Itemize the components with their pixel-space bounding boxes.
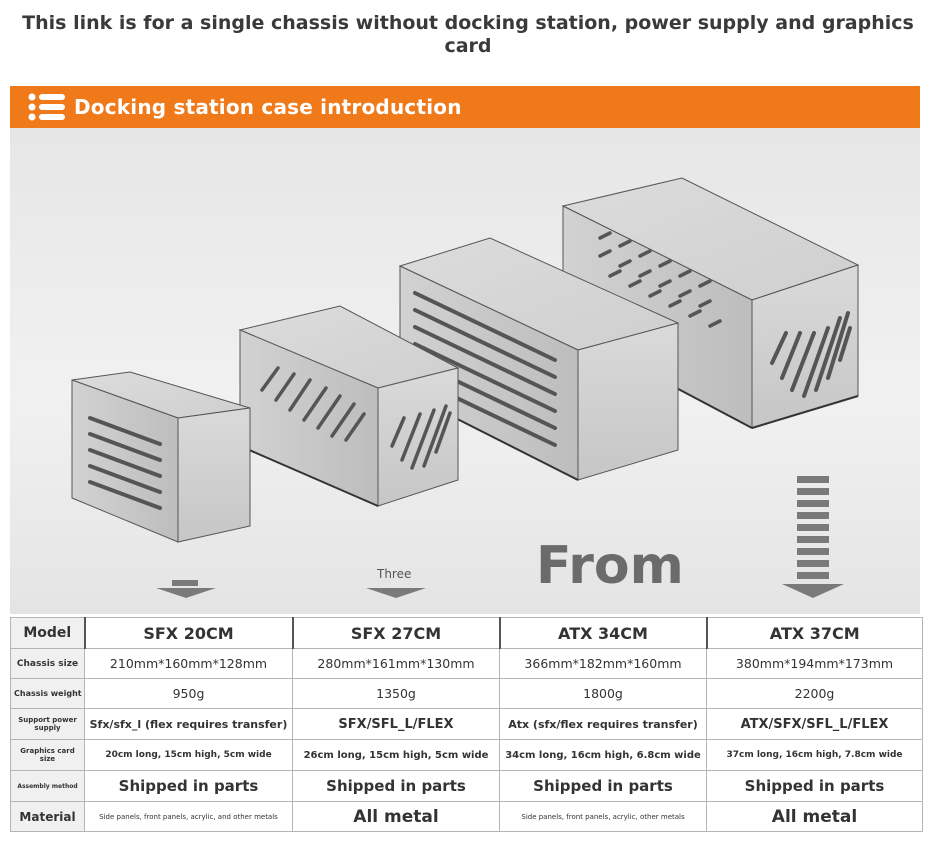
table-cell: 366mm*182mm*160mm	[499, 648, 707, 679]
table-cell: 1800g	[499, 678, 707, 709]
table-cell: 950g	[84, 678, 293, 709]
table-row-model: Model SFX 20CM SFX 27CM ATX 34CM ATX 37C…	[10, 617, 923, 649]
table-cell: 2200g	[706, 678, 923, 709]
row-label-assembly: Assembly method	[10, 770, 85, 802]
table-cell: Shipped in parts	[499, 770, 707, 802]
notice-line-2: card	[444, 35, 492, 57]
table-cell: 37cm long, 16cm high, 7.8cm wide	[706, 739, 923, 771]
table-cell: 20cm long, 15cm high, 5cm wide	[84, 739, 293, 771]
table-cell: Shipped in parts	[292, 770, 500, 802]
row-label-model: Model	[10, 617, 86, 649]
table-row-power-supply: Support power supply Sfx/sfx_l (flex req…	[10, 708, 923, 740]
row-label-chassis-weight: Chassis weight	[10, 678, 85, 709]
model-sfx-20cm: SFX 20CM	[84, 617, 294, 649]
model-atx-37cm: ATX 37CM	[706, 617, 923, 649]
table-cell: All metal	[292, 801, 500, 832]
table-row-graphics-card: Graphics card size 20cm long, 15cm high,…	[10, 739, 923, 771]
row-label-material: Material	[10, 801, 85, 832]
table-cell: 26cm long, 15cm high, 5cm wide	[292, 739, 500, 771]
table-row-chassis-size: Chassis size 210mm*160mm*128mm 280mm*161…	[10, 648, 923, 679]
table-cell: Side panels, front panels, acrylic, and …	[84, 801, 293, 832]
arrow-down-icon-2	[366, 588, 426, 598]
notice-text: This link is for a single chassis withou…	[0, 12, 936, 58]
table-cell: 380mm*194mm*173mm	[706, 648, 923, 679]
table-cell: Sfx/sfx_l (flex requires transfer)	[84, 708, 293, 740]
model-sfx-27cm: SFX 27CM	[292, 617, 501, 649]
model-atx-34cm: ATX 34CM	[499, 617, 708, 649]
table-cell: ATX/SFX/SFL_L/FLEX	[706, 708, 923, 740]
row-label-chassis-size: Chassis size	[10, 648, 85, 679]
table-cell: Atx (sfx/flex requires transfer)	[499, 708, 707, 740]
table-row-chassis-weight: Chassis weight 950g 1350g 1800g 2200g	[10, 678, 923, 709]
case-sfx-20cm	[71, 371, 251, 543]
list-icon	[28, 93, 65, 121]
section-banner: Docking station case introduction	[10, 86, 920, 128]
table-row-material: Material Side panels, front panels, acry…	[10, 801, 923, 832]
row-label-power-supply: Support power supply	[10, 708, 85, 740]
row-label-graphics-card: Graphics card size	[10, 739, 85, 771]
table-cell: 34cm long, 16cm high, 6.8cm wide	[499, 739, 707, 771]
case-atx-34cm	[398, 237, 680, 481]
arrow-down-icon-1	[156, 580, 216, 598]
table-cell: Shipped in parts	[706, 770, 923, 802]
table-cell: All metal	[706, 801, 923, 832]
from-label: From	[536, 536, 684, 596]
three-label: Three	[377, 567, 412, 581]
table-cell: SFX/SFL_L/FLEX	[292, 708, 500, 740]
table-cell: 1350g	[292, 678, 500, 709]
table-cell: 210mm*160mm*128mm	[84, 648, 293, 679]
product-illustration	[10, 128, 920, 614]
arrow-down-icon-3	[782, 476, 844, 598]
spec-table: Model SFX 20CM SFX 27CM ATX 34CM ATX 37C…	[10, 617, 923, 832]
table-cell: 280mm*161mm*130mm	[292, 648, 500, 679]
table-cell: Shipped in parts	[84, 770, 293, 802]
table-cell: Side panels, front panels, acrylic, othe…	[499, 801, 707, 832]
table-row-assembly: Assembly method Shipped in parts Shipped…	[10, 770, 923, 802]
banner-title: Docking station case introduction	[74, 95, 462, 119]
notice-line-1: This link is for a single chassis withou…	[22, 12, 914, 34]
case-sfx-27cm	[238, 305, 460, 507]
